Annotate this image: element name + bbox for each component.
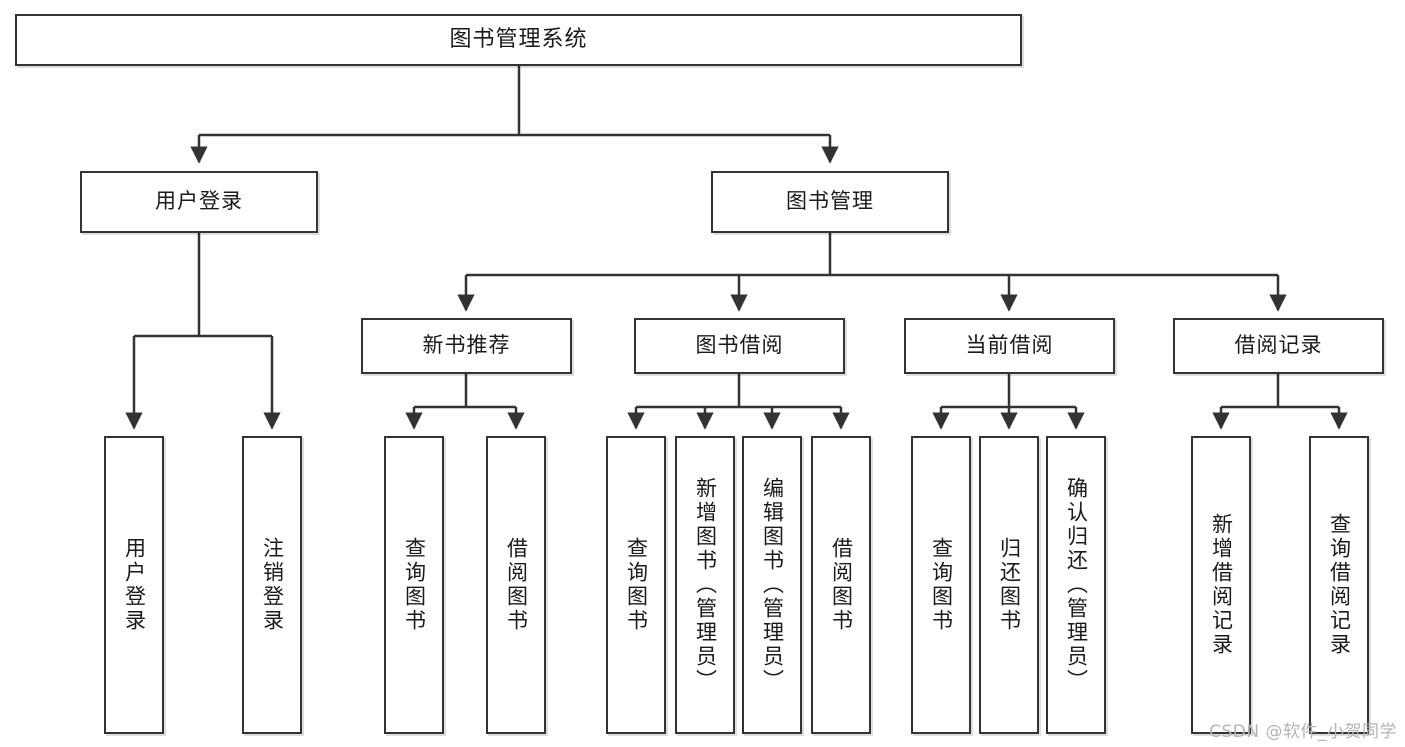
node-label: 借阅图书 [504,537,529,633]
leaf-book-borrow-borrow[interactable]: 借阅图书 [811,436,871,734]
node-label: 用户登录 [122,537,147,633]
node-label: 归还图书 [997,537,1022,633]
node-label: 编辑图书（管理员） [760,477,785,693]
node-label: 新书推荐 [422,333,511,358]
node-root-system[interactable]: 图书管理系统 [15,14,1022,66]
node-borrow-record[interactable]: 借阅记录 [1173,318,1384,374]
node-label: 查询图书 [624,537,649,633]
node-label: 图书管理系统 [449,26,588,52]
leaf-current-borrow-return[interactable]: 归还图书 [979,436,1039,734]
node-label: 查询借阅记录 [1327,513,1352,657]
node-label: 图书管理 [786,189,874,214]
leaf-book-borrow-add[interactable]: 新增图书（管理员） [675,436,735,734]
node-label: 注销登录 [260,537,285,633]
leaf-borrow-record-add[interactable]: 新增借阅记录 [1191,436,1251,734]
node-label: 借阅图书 [829,537,854,633]
node-book-borrow[interactable]: 图书借阅 [634,318,845,374]
node-label: 新增借阅记录 [1209,513,1234,657]
node-current-borrow[interactable]: 当前借阅 [904,318,1115,374]
leaf-book-borrow-edit[interactable]: 编辑图书（管理员） [742,436,802,734]
node-label: 确认归还（管理员） [1064,477,1089,693]
leaf-new-book-borrow[interactable]: 借阅图书 [486,436,546,734]
node-label: 当前借阅 [965,333,1054,358]
leaf-borrow-record-query[interactable]: 查询借阅记录 [1309,436,1369,734]
node-label: 查询图书 [402,537,427,633]
leaf-user-login-login[interactable]: 用户登录 [104,436,164,734]
node-label: 用户登录 [155,189,243,214]
leaf-user-login-logout[interactable]: 注销登录 [242,436,302,734]
leaf-current-borrow-confirm-return[interactable]: 确认归还（管理员） [1046,436,1106,734]
leaf-book-borrow-query[interactable]: 查询图书 [606,436,666,734]
leaf-new-book-query[interactable]: 查询图书 [384,436,444,734]
leaf-current-borrow-query[interactable]: 查询图书 [911,436,971,734]
watermark-text: CSDN @软件_小贺同学 [1209,722,1397,742]
node-label: 借阅记录 [1234,333,1323,358]
node-label: 查询图书 [929,537,954,633]
node-label: 新增图书（管理员） [693,477,718,693]
node-new-book-recommend[interactable]: 新书推荐 [361,318,572,374]
node-book-manage[interactable]: 图书管理 [711,171,949,233]
node-user-login[interactable]: 用户登录 [80,171,318,233]
node-label: 图书借阅 [695,333,784,358]
